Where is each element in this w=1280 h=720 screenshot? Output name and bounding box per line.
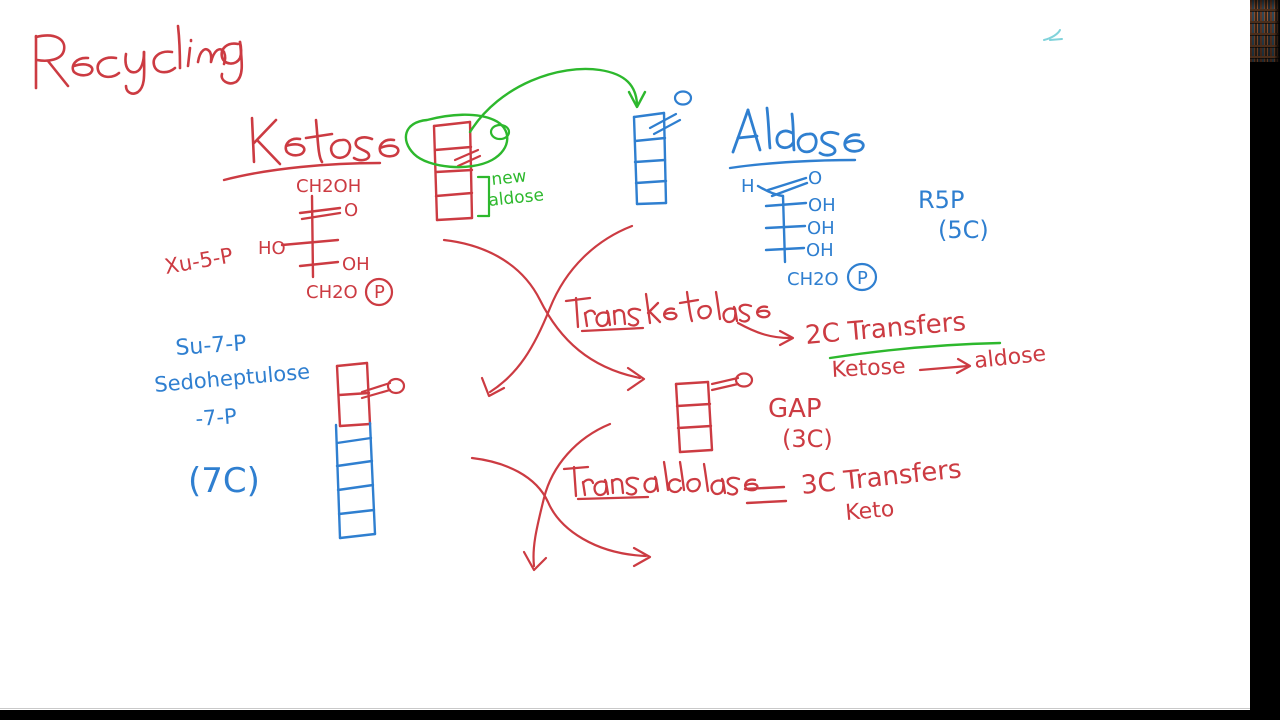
gap-carbonyl-red	[710, 376, 740, 392]
ketose-fischer-structure	[280, 194, 342, 279]
shelf-divider	[1250, 45, 1280, 47]
aldose-fischer-labels: H O OH OH OH CH2O P	[741, 168, 868, 290]
s7p-top-block-red	[335, 361, 372, 428]
transaldolase-result-label: 3C Transfers	[800, 454, 963, 501]
page-title	[34, 24, 244, 95]
aldose-oh-label-3: OH	[806, 240, 834, 261]
transketolase-cross-arrows	[442, 224, 646, 398]
aldose-carbonyl-o-label: O	[808, 168, 822, 189]
aldose-sub-label: aldose	[973, 342, 1047, 374]
r5p-label: R5P	[918, 186, 964, 214]
gap-annotation: GAP (3C)	[768, 394, 833, 453]
aldose-ladder-bond-slashes	[648, 112, 682, 136]
presenter-webcam-thumbnail[interactable]	[1250, 0, 1280, 62]
gap-label: GAP	[768, 394, 822, 424]
green-transfer-arrow	[468, 67, 647, 134]
green-loop-o-mark	[489, 123, 511, 141]
s7p-carbonyl-red	[360, 381, 392, 400]
webcam-edge-shadow	[1275, 0, 1280, 62]
sedoheptulose-full-name: Sedoheptulose	[153, 359, 311, 397]
ketose-carbon-ladder-red	[432, 120, 474, 222]
new-aldose-bracket	[476, 175, 491, 218]
aldose-carbon-ladder-blue	[632, 111, 668, 206]
aldose-fischer-structure	[756, 176, 809, 264]
r5p-carbon-count: (5C)	[938, 216, 989, 244]
ketose-ch2oh-label: CH2OH	[296, 176, 361, 197]
ketose-oh-label: OH	[342, 254, 370, 275]
transaldolase-label	[562, 460, 759, 501]
xu5p-label: Xu-5-P	[163, 243, 235, 279]
ketose-phosphate-circle	[364, 277, 394, 307]
ketose-phosphate-label: P	[374, 282, 385, 303]
whiteboard-canvas[interactable]: CH2OH O HO OH CH2O P Xu-5-P	[0, 0, 1250, 710]
gap-o-label	[734, 372, 754, 388]
transaldolase-cross-arrows	[470, 422, 652, 572]
bottom-letterbox-bar	[0, 710, 1250, 720]
ketose-sub-label: Ketose	[831, 354, 906, 383]
aldose-oh-label-1: OH	[808, 195, 836, 216]
gap-carbon-count: (3C)	[782, 425, 833, 453]
aldose-h-label: H	[741, 176, 755, 197]
su7p-label: Su-7-P	[175, 331, 248, 361]
aldose-oh-label-2: OH	[807, 218, 835, 239]
transketolase-result-arrow	[736, 321, 795, 347]
ketose-ladder-bond-slashes	[453, 148, 482, 168]
ketose-carbonyl-o-label: O	[344, 200, 358, 221]
shelf-divider	[1250, 56, 1280, 58]
aldose-phosphate-label: P	[857, 268, 868, 289]
s7p-lower-ladder-blue	[334, 421, 377, 540]
sedoheptulose-annotation: Su-7-P Sedoheptulose -7-P (7C)	[153, 331, 311, 501]
sedoheptulose-carbon-count: (7C)	[188, 461, 260, 501]
ketose-ch2o-label: CH2O	[306, 282, 358, 303]
ketose-ho-label: HO	[258, 238, 286, 259]
aldose-underline	[728, 158, 857, 170]
gap-carbon-ladder-red	[674, 380, 714, 454]
transaldolase-sub-label: Keto	[844, 497, 895, 526]
ketose-underline	[222, 161, 382, 182]
ketose-heading	[250, 116, 400, 166]
right-letterbox-bar	[1250, 62, 1280, 720]
board-bottom-rule	[0, 708, 1250, 709]
transketolase-label	[564, 290, 771, 333]
transaldolase-equals-sign	[743, 485, 788, 505]
ketose-to-aldose-arrow	[918, 357, 972, 375]
aldose-phosphate-circle	[846, 262, 878, 292]
transferred-2c-green-loop	[404, 113, 509, 169]
aldose-ch2o-label: CH2O	[787, 269, 839, 290]
sedoheptulose-suffix: -7-P	[195, 404, 238, 431]
handwritten-ink-layer: CH2OH O HO OH CH2O P Xu-5-P	[34, 24, 1063, 572]
aldose-heading	[731, 106, 865, 157]
aldose-ladder-o-label	[673, 90, 693, 106]
shelf-divider	[1250, 33, 1280, 35]
shelf-divider	[1250, 9, 1280, 11]
ketose-to-aldose-green-underline	[828, 341, 1002, 360]
shelf-divider	[1250, 21, 1280, 23]
ketose-fischer-labels: CH2OH O HO OH CH2O P	[258, 176, 385, 303]
r5p-annotation: R5P (5C)	[918, 186, 989, 244]
new-aldose-line1: new	[490, 166, 527, 190]
new-aldose-annotation: new aldose	[487, 166, 544, 211]
s7p-o-label	[386, 377, 406, 395]
stray-teal-mark	[1043, 29, 1063, 41]
